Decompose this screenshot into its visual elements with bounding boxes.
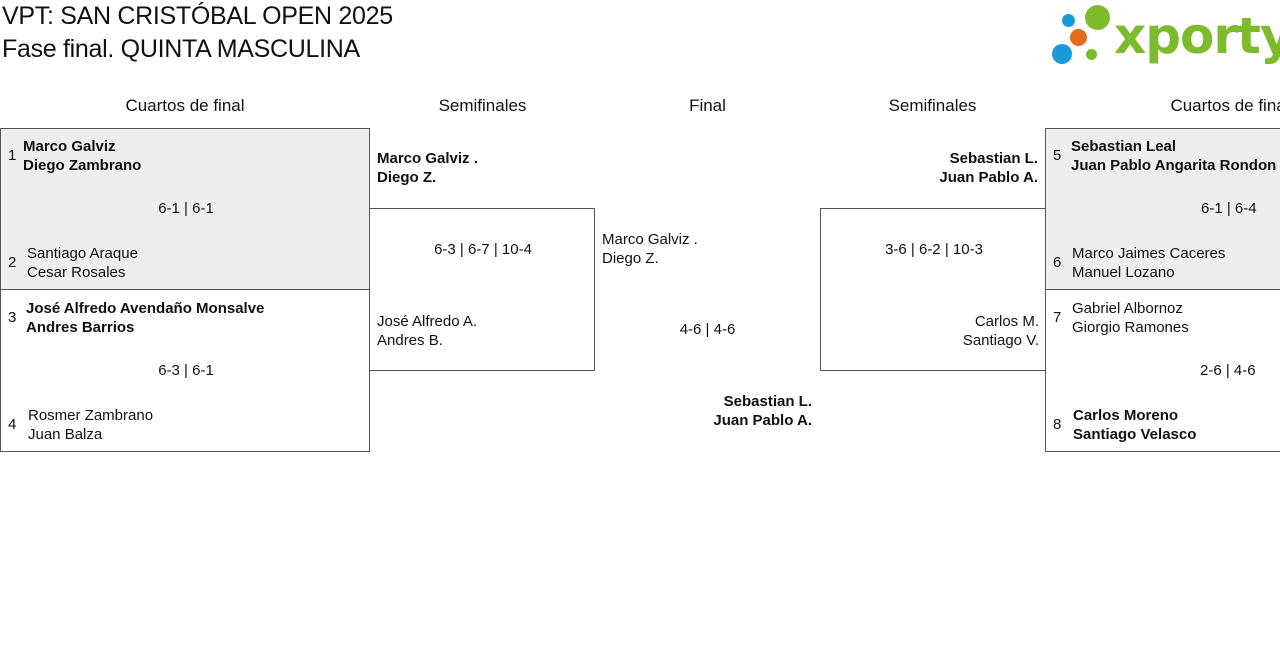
logo-dot-green-small: [1086, 49, 1097, 60]
team-qf2-top[interactable]: José Alfredo Avendaño Monsalve Andres Ba…: [26, 299, 264, 337]
seed: 7: [1053, 309, 1062, 326]
xporty-logo[interactable]: xporty: [1052, 4, 1280, 68]
match-score: 6-1 | 6-4: [1201, 200, 1257, 217]
match-qf1[interactable]: 1 Marco Galviz Diego Zambrano 6-1 | 6-1 …: [0, 128, 370, 290]
logo-dot-blue-small: [1062, 14, 1075, 27]
team-qf3-top[interactable]: Sebastian Leal Juan Pablo Angarita Rondo…: [1071, 137, 1276, 175]
round-header-right-semis: Semifinales: [888, 96, 977, 115]
match-qf2[interactable]: 3 José Alfredo Avendaño Monsalve Andres …: [0, 289, 370, 452]
match-score: 3-6 | 6-2 | 10-3: [885, 241, 983, 258]
player-name: Rosmer Zambrano: [28, 407, 154, 424]
player-name: Giorgio Ramones: [1072, 319, 1189, 336]
player-name: José Alfredo Avendaño Monsalve: [26, 300, 265, 317]
round-header-right-quarters: Cuartos de final: [1170, 96, 1280, 115]
team-qf4-top[interactable]: Gabriel Albornoz Giorgio Ramones: [1072, 299, 1189, 337]
player-name: Gabriel Albornoz: [1072, 300, 1183, 317]
team-sf-left-bottom[interactable]: José Alfredo A. Andres B.: [377, 312, 477, 350]
player-name: Santiago V.: [962, 332, 1039, 349]
player-name: Juan Pablo A.: [939, 169, 1038, 186]
player-name: Juan Balza: [28, 426, 103, 443]
team-qf1-bottom[interactable]: Santiago Araque Cesar Rosales: [27, 244, 138, 282]
seed: 2: [8, 254, 17, 271]
team-qf3-bottom[interactable]: Marco Jaimes Caceres Manuel Lozano: [1072, 244, 1225, 282]
player-name: Carlos Moreno: [1073, 407, 1179, 424]
team-final-winner[interactable]: Sebastian L. Juan Pablo A.: [600, 392, 812, 430]
final-score: 4-6 | 4-6: [679, 321, 736, 338]
player-name: Juan Pablo A.: [713, 412, 812, 429]
player-name: Marco Galviz .: [602, 231, 698, 248]
player-name: Carlos M.: [974, 313, 1039, 330]
player-name: Andres Barrios: [26, 319, 135, 336]
player-name: Marco Jaimes Caceres: [1072, 245, 1226, 262]
seed: 6: [1053, 254, 1062, 271]
player-name: Marco Galviz: [23, 138, 116, 155]
team-sf-right-top[interactable]: Sebastian L. Juan Pablo A.: [820, 149, 1038, 187]
team-sf-left-top[interactable]: Marco Galviz . Diego Z.: [377, 149, 478, 187]
player-name: Sebastian Leal: [1071, 138, 1177, 155]
match-score: 2-6 | 4-6: [1200, 362, 1256, 379]
match-sf-right[interactable]: 3-6 | 6-2 | 10-3 Carlos M. Santiago V.: [820, 208, 1046, 371]
player-name: Diego Zambrano: [23, 157, 142, 174]
round-header-left-quarters: Cuartos de final: [125, 96, 245, 115]
seed: 5: [1053, 147, 1062, 164]
player-name: Cesar Rosales: [27, 264, 126, 281]
match-score: 6-3 | 6-1: [158, 362, 214, 379]
player-name: Juan Pablo Angarita Rondon: [1071, 157, 1277, 174]
team-qf1-top[interactable]: Marco Galviz Diego Zambrano: [23, 137, 141, 175]
seed: 1: [8, 147, 17, 164]
player-name: Manuel Lozano: [1072, 264, 1175, 281]
match-qf3[interactable]: 5 Sebastian Leal Juan Pablo Angarita Ron…: [1045, 128, 1280, 290]
round-header-final: Final: [689, 96, 726, 115]
player-name: Diego Z.: [602, 250, 659, 267]
match-qf4[interactable]: 7 Gabriel Albornoz Giorgio Ramones 2-6 |…: [1045, 289, 1280, 452]
logo-dot-orange: [1070, 29, 1087, 46]
team-qf4-bottom[interactable]: Carlos Moreno Santiago Velasco: [1073, 406, 1196, 444]
page-subtitle: Fase final. QUINTA MASCULINA: [2, 35, 360, 63]
round-header-left-semis: Semifinales: [438, 96, 527, 115]
match-sf-left[interactable]: 6-3 | 6-7 | 10-4 José Alfredo A. Andres …: [369, 208, 595, 371]
player-name: Santiago Velasco: [1073, 426, 1197, 443]
seed: 3: [8, 309, 17, 326]
team-sf-right-bottom[interactable]: Carlos M. Santiago V.: [821, 312, 1039, 350]
seed: 4: [8, 416, 17, 433]
match-score: 6-3 | 6-7 | 10-4: [434, 241, 532, 258]
player-name: Andres B.: [377, 332, 443, 349]
logo-dot-blue-large: [1052, 44, 1072, 64]
team-qf2-bottom[interactable]: Rosmer Zambrano Juan Balza: [28, 406, 153, 444]
page-title: VPT: SAN CRISTÓBAL OPEN 2025: [2, 2, 393, 30]
player-name: Diego Z.: [377, 169, 437, 186]
seed: 8: [1053, 416, 1062, 433]
player-name: José Alfredo A.: [377, 313, 478, 330]
logo-dot-green: [1085, 5, 1110, 30]
team-final-top[interactable]: Marco Galviz . Diego Z.: [602, 230, 698, 268]
match-score: 6-1 | 6-1: [158, 200, 214, 217]
player-name: Santiago Araque: [27, 245, 138, 262]
player-name: Sebastian L.: [949, 150, 1038, 167]
player-name: Marco Galviz .: [377, 150, 478, 167]
logo-wordmark: xporty: [1114, 7, 1280, 65]
player-name: Sebastian L.: [723, 393, 812, 410]
